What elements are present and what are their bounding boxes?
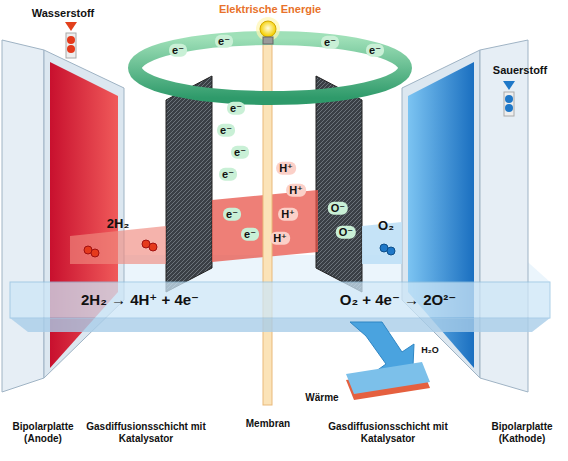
oxygen-molecules (380, 244, 395, 255)
heat-pad-top (346, 362, 430, 394)
reaction-equation: 2H₂ → 4H⁺ + 4e⁻ (81, 291, 199, 308)
reaction-equation: O₂ + 4e⁻ → 2O²⁻ (340, 291, 456, 308)
molecule-label: O₂ (378, 219, 394, 234)
oxygen-atom (505, 104, 513, 112)
oxide-ion-symbol: O⁻ (336, 226, 356, 239)
proton-symbol: H⁺ (276, 162, 296, 175)
oxygen-atom (505, 95, 513, 103)
part-label: Bipolarplatte (Anode) (3, 421, 83, 444)
floor-edge (10, 318, 550, 332)
electron-symbol: e⁻ (223, 208, 241, 221)
gas-inlet-label: Wasserstoff (32, 7, 95, 20)
part-label: Bipolarplatte (Kathode) (480, 421, 564, 444)
inlet-pipe (504, 92, 514, 116)
inlet-pipe (66, 33, 76, 58)
electron-symbol: e⁻ (169, 44, 187, 57)
cathode-frame-side (480, 40, 528, 392)
oxide-ion-symbol: O⁻ (328, 202, 348, 215)
hydrogen-atom (67, 45, 75, 53)
gas-inlet-label: Sauerstoff (493, 64, 547, 77)
hydrogen-zone (70, 226, 166, 264)
electron-symbol: e⁻ (227, 102, 245, 115)
electron-symbol: e⁻ (215, 35, 233, 48)
oxygen-inlet (503, 81, 515, 116)
proton-symbol: H⁺ (286, 184, 306, 197)
energy-label: Elektrische Energie (219, 3, 321, 16)
lamp-socket (263, 37, 273, 44)
part-label: Gasdiffusionsschicht mit Katalysator (84, 421, 208, 444)
electron-symbol: e⁻ (217, 124, 235, 137)
inlet-arrow (65, 22, 77, 31)
electron-circuit-ring (135, 38, 405, 98)
gas-diffusion-layer (316, 76, 362, 292)
electron-symbol: e⁻ (321, 36, 339, 49)
lamp-bulb (260, 21, 276, 37)
electron-symbol: e⁻ (366, 44, 384, 57)
gas-diffusion-layer (166, 76, 212, 292)
inlet-arrow (503, 81, 515, 90)
oxygen-atom (387, 247, 395, 255)
proton-symbol: H⁺ (270, 232, 290, 245)
proton-symbol: H⁺ (278, 208, 298, 221)
heat-label: Wärme (305, 392, 338, 404)
electron-symbol: e⁻ (241, 228, 259, 241)
electron-symbol: e⁻ (231, 146, 249, 159)
hydrogen-atom (91, 249, 99, 257)
hydrogen-inlet (65, 22, 77, 58)
electron-symbol: e⁻ (219, 168, 237, 181)
hydrogen-atom (149, 243, 157, 251)
hydrogen-molecules (84, 240, 157, 257)
anode-frame-side (2, 40, 44, 392)
part-label: Gasdiffusionsschicht mit Katalysator (326, 421, 450, 444)
reaction-band (10, 282, 550, 318)
product-label: H₂O (421, 345, 439, 355)
hydrogen-atom (67, 36, 75, 44)
part-label: Membran (243, 418, 293, 430)
molecule-label: 2H₂ (107, 217, 129, 232)
